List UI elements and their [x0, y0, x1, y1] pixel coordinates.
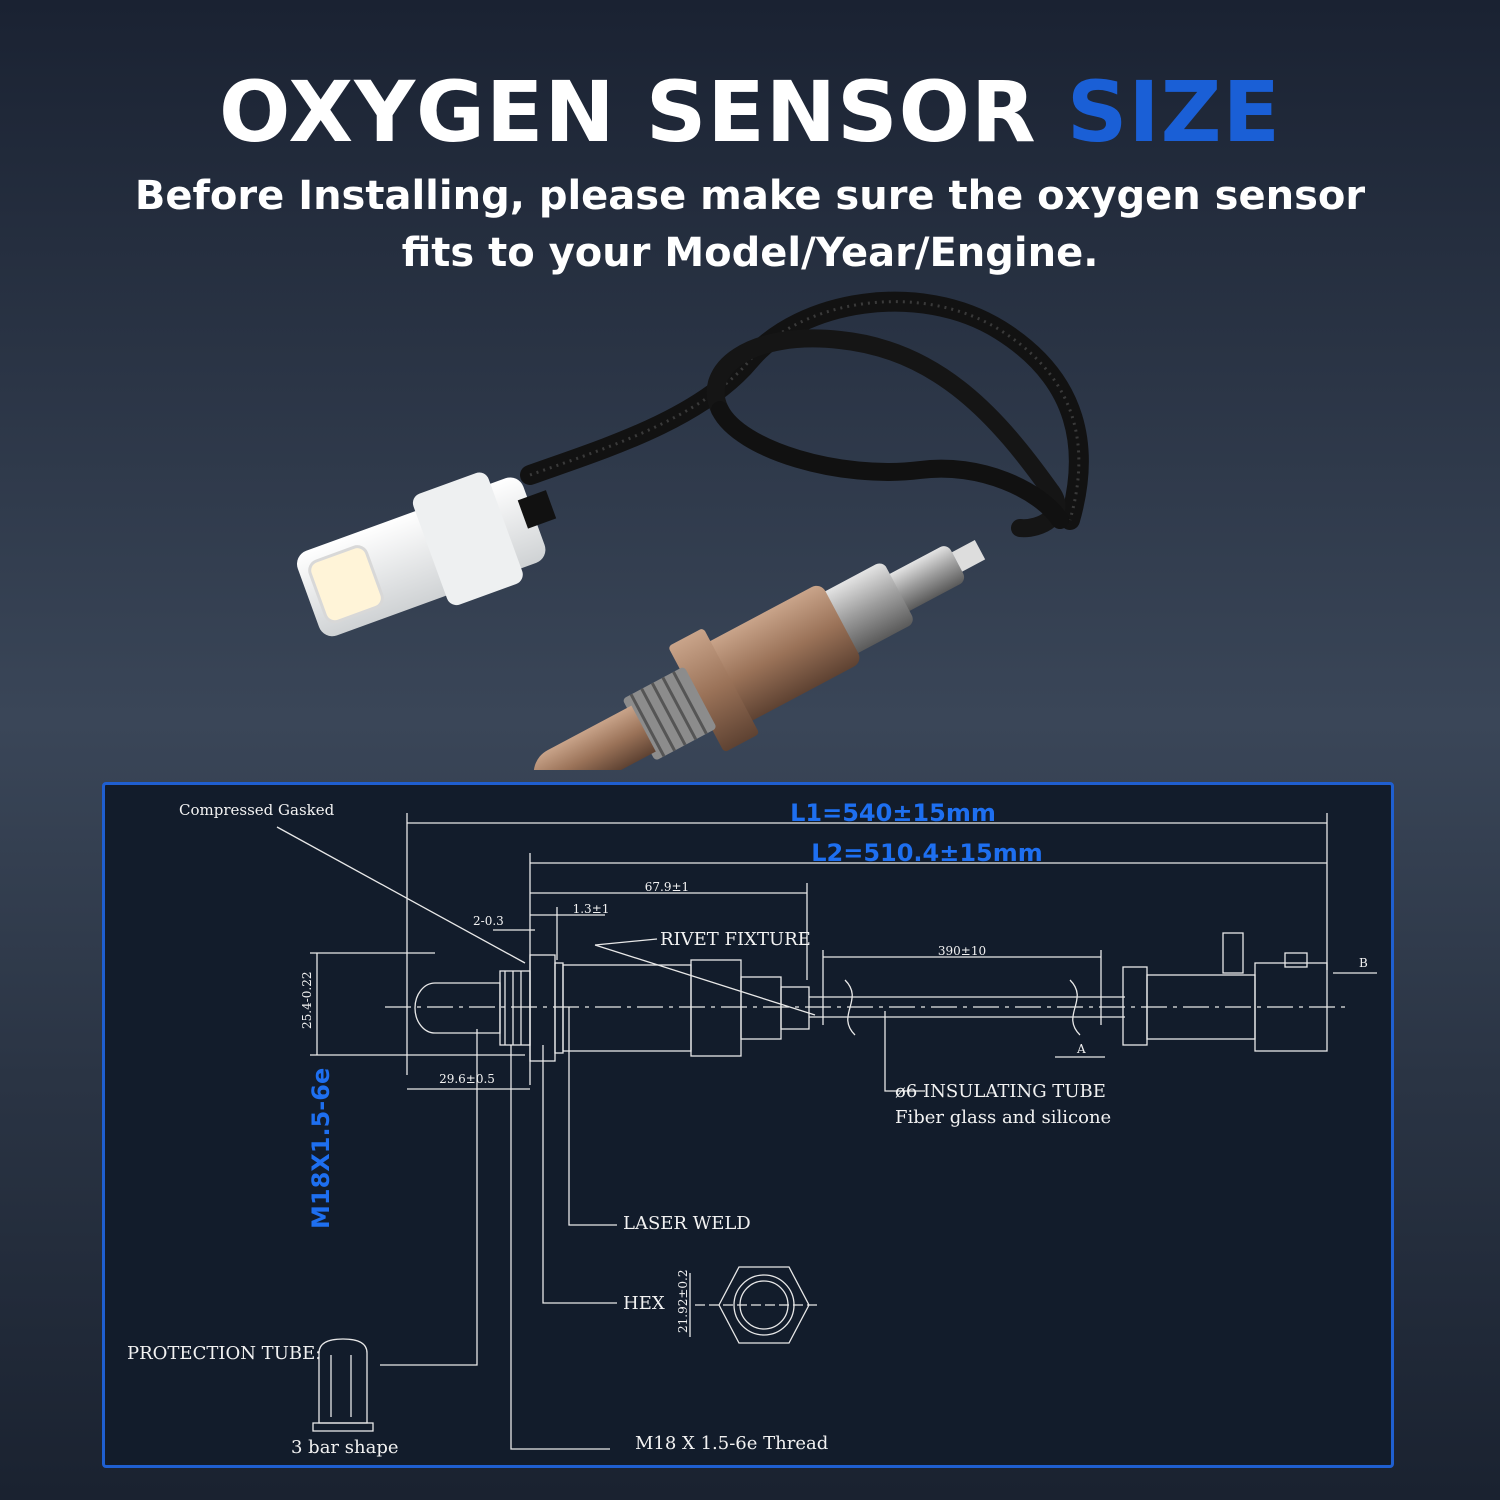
dim-2: 2-0.3: [473, 914, 504, 928]
l1-dimension: L1=540±15mm: [790, 799, 996, 827]
dim-67-9: 67.9±1: [645, 880, 689, 894]
dim-29-6: 29.6±0.5: [439, 1072, 495, 1086]
insulating-tube-label: ø6 INSULATING TUBE: [895, 1081, 1106, 1102]
dim-25-4: 25.4-0.22: [300, 972, 314, 1030]
dim-1-3: 1.3±1: [573, 902, 610, 916]
dim-21-92: 21.92±0.2: [676, 1270, 690, 1334]
subtitle: Before Installing, please make sure the …: [90, 168, 1410, 282]
thread-spec-vertical: M18X1.5-6e: [307, 1068, 335, 1229]
title-accent: SIZE: [1066, 63, 1281, 161]
technical-drawing-panel: Compressed Gasked L1=540±15mm L2=510.4±1…: [102, 782, 1394, 1468]
rivet-fixture-label: RIVET FIXTURE: [660, 929, 811, 950]
technical-drawing: Compressed Gasked L1=540±15mm L2=510.4±1…: [127, 799, 1377, 1458]
fiber-glass-label: Fiber glass and silicone: [895, 1107, 1111, 1128]
laser-weld-label: LASER WELD: [623, 1213, 751, 1234]
label-b: B: [1359, 956, 1368, 970]
hex-label: HEX: [623, 1293, 665, 1314]
thread-label: M18 X 1.5-6e Thread: [635, 1433, 828, 1454]
label-a: A: [1076, 1042, 1086, 1056]
subtitle-line-1: Before Installing, please make sure the …: [134, 173, 1366, 219]
dim-390: 390±10: [938, 944, 986, 958]
oxygen-sensor-photo: [296, 291, 1089, 770]
compressed-gasket-label: Compressed Gasked: [179, 801, 335, 819]
bar-shape-label: 3 bar shape: [291, 1437, 399, 1458]
subtitle-line-2: fits to your Model/Year/Engine.: [401, 230, 1099, 276]
protection-tube-label: PROTECTION TUBE:: [127, 1343, 321, 1364]
title-main: OXYGEN SENSOR: [219, 63, 1037, 161]
l2-dimension: L2=510.4±15mm: [811, 839, 1043, 867]
page-title: OXYGEN SENSOR SIZE: [0, 62, 1500, 162]
